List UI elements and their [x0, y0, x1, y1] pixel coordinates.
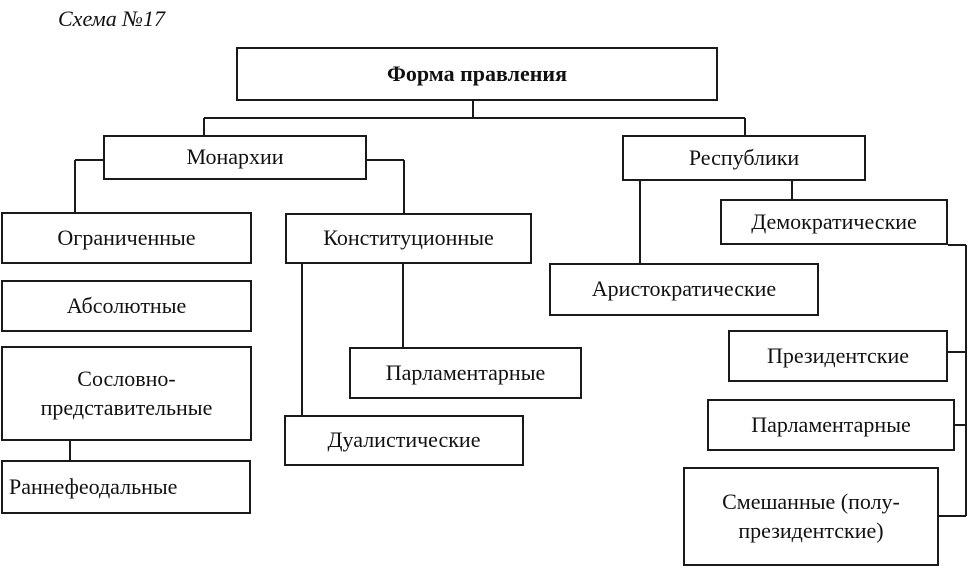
constitutional-label: Конституционные — [323, 225, 494, 251]
monarchy-parliamentary-label: Парламентарные — [385, 359, 546, 385]
aristocratic-label: Аристократические — [591, 276, 777, 302]
absolute-box: Абсолютные — [1, 280, 252, 332]
limited-label: Ограниченные — [57, 224, 196, 250]
estate-representative-box: Сословно- представительные — [1, 346, 252, 441]
early-feudal-box: Раннефеодальные — [1, 460, 251, 514]
mixed-label-line2: президентские) — [738, 517, 884, 543]
root-label: Форма правления — [387, 60, 567, 86]
estate-label-line2: представительные — [40, 394, 213, 420]
dualistic-label: Дуалистические — [327, 427, 481, 453]
republic-label: Республики — [688, 144, 800, 170]
monarchy-label: Монархии — [186, 144, 284, 170]
republic-box: Республики — [622, 135, 866, 181]
presidential-box: Президентские — [728, 330, 948, 382]
mixed-box: Смешанные (полу- президентские) — [683, 467, 939, 566]
dualistic-box: Дуалистические — [284, 415, 524, 466]
presidential-label: Президентские — [767, 342, 909, 368]
democratic-box: Демократические — [720, 199, 948, 245]
monarchy-box: Монархии — [103, 135, 367, 180]
early-feudal-label: Раннефеодальные — [9, 473, 178, 499]
republic-parliamentary-box: Парламентарные — [707, 399, 955, 451]
mixed-label-line1: Смешанные (полу- — [722, 488, 900, 514]
estate-label-line1: Сословно- — [77, 365, 176, 391]
republic-parliamentary-label: Парламентарные — [751, 411, 911, 437]
root-box: Форма правления — [236, 47, 718, 101]
democratic-label: Демократические — [751, 208, 917, 234]
scheme-caption: Схема №17 — [58, 6, 165, 31]
constitutional-box: Конституционные — [285, 213, 532, 264]
limited-box: Ограниченные — [1, 212, 252, 264]
absolute-label: Абсолютные — [66, 292, 187, 318]
aristocratic-box: Аристократические — [549, 263, 819, 316]
monarchy-parliamentary-box: Парламентарные — [349, 347, 582, 399]
